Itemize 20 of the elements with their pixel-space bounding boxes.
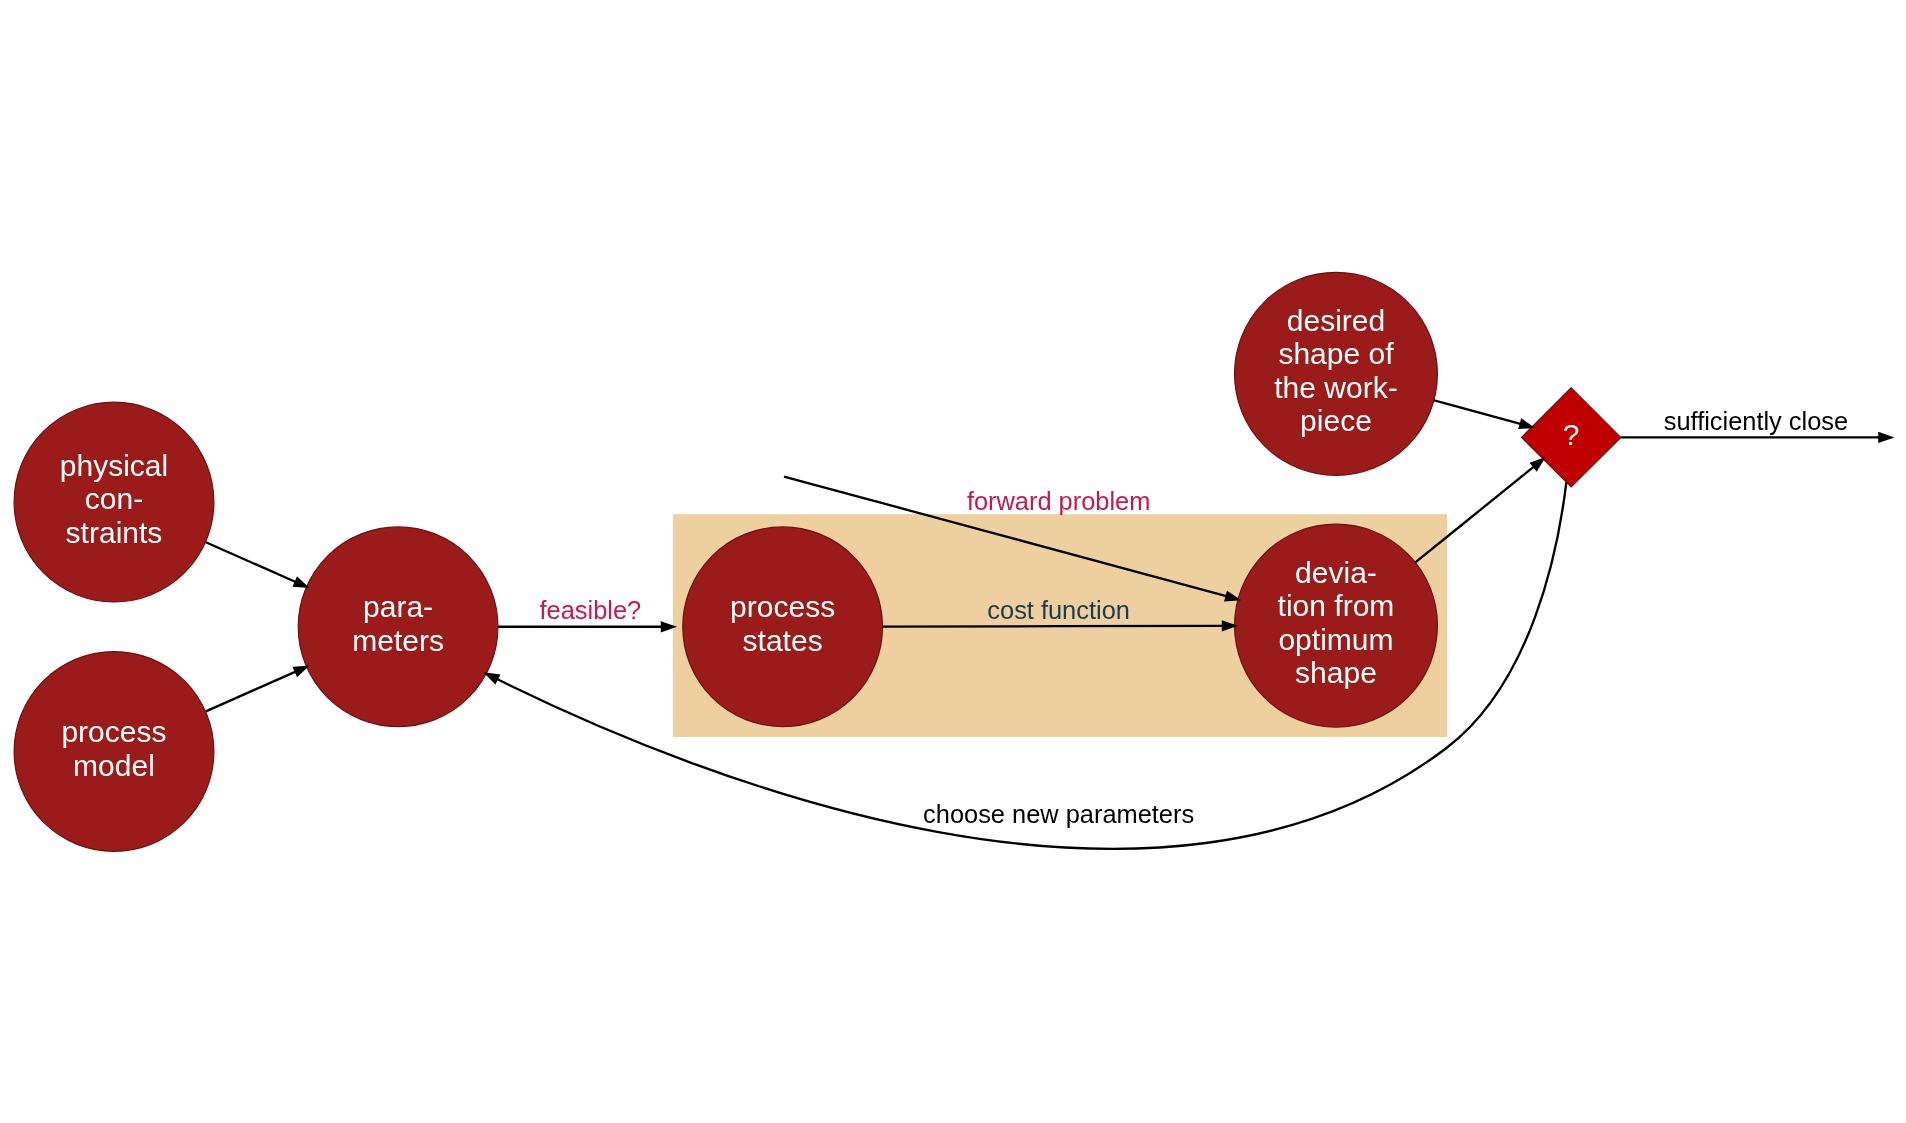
- edge-label: forward problem: [966, 486, 1151, 515]
- arrow: [205, 540, 310, 588]
- cluster: [672, 513, 1448, 737]
- node-circle: desired shape of the work- piece: [1233, 271, 1438, 476]
- arrow: [483, 481, 1568, 850]
- edge-label: cost function: [987, 595, 1130, 624]
- arrow: [1621, 431, 1895, 443]
- node-circle: process model: [13, 650, 215, 852]
- node-circle: process states: [682, 525, 884, 727]
- edge-label: sufficiently close: [1663, 406, 1849, 435]
- arrow: [1414, 456, 1546, 563]
- arrow: [882, 619, 1238, 631]
- arrow: [783, 475, 1242, 601]
- arrow: [498, 620, 677, 632]
- node-circle: physical con- straints: [13, 401, 215, 602]
- arrow: [205, 664, 310, 712]
- arrow: [1433, 398, 1536, 429]
- edge-label: choose new parameters: [923, 799, 1195, 828]
- node-circle: devia- tion from optimum shape: [1233, 523, 1438, 728]
- edge-label: feasible?: [539, 595, 642, 624]
